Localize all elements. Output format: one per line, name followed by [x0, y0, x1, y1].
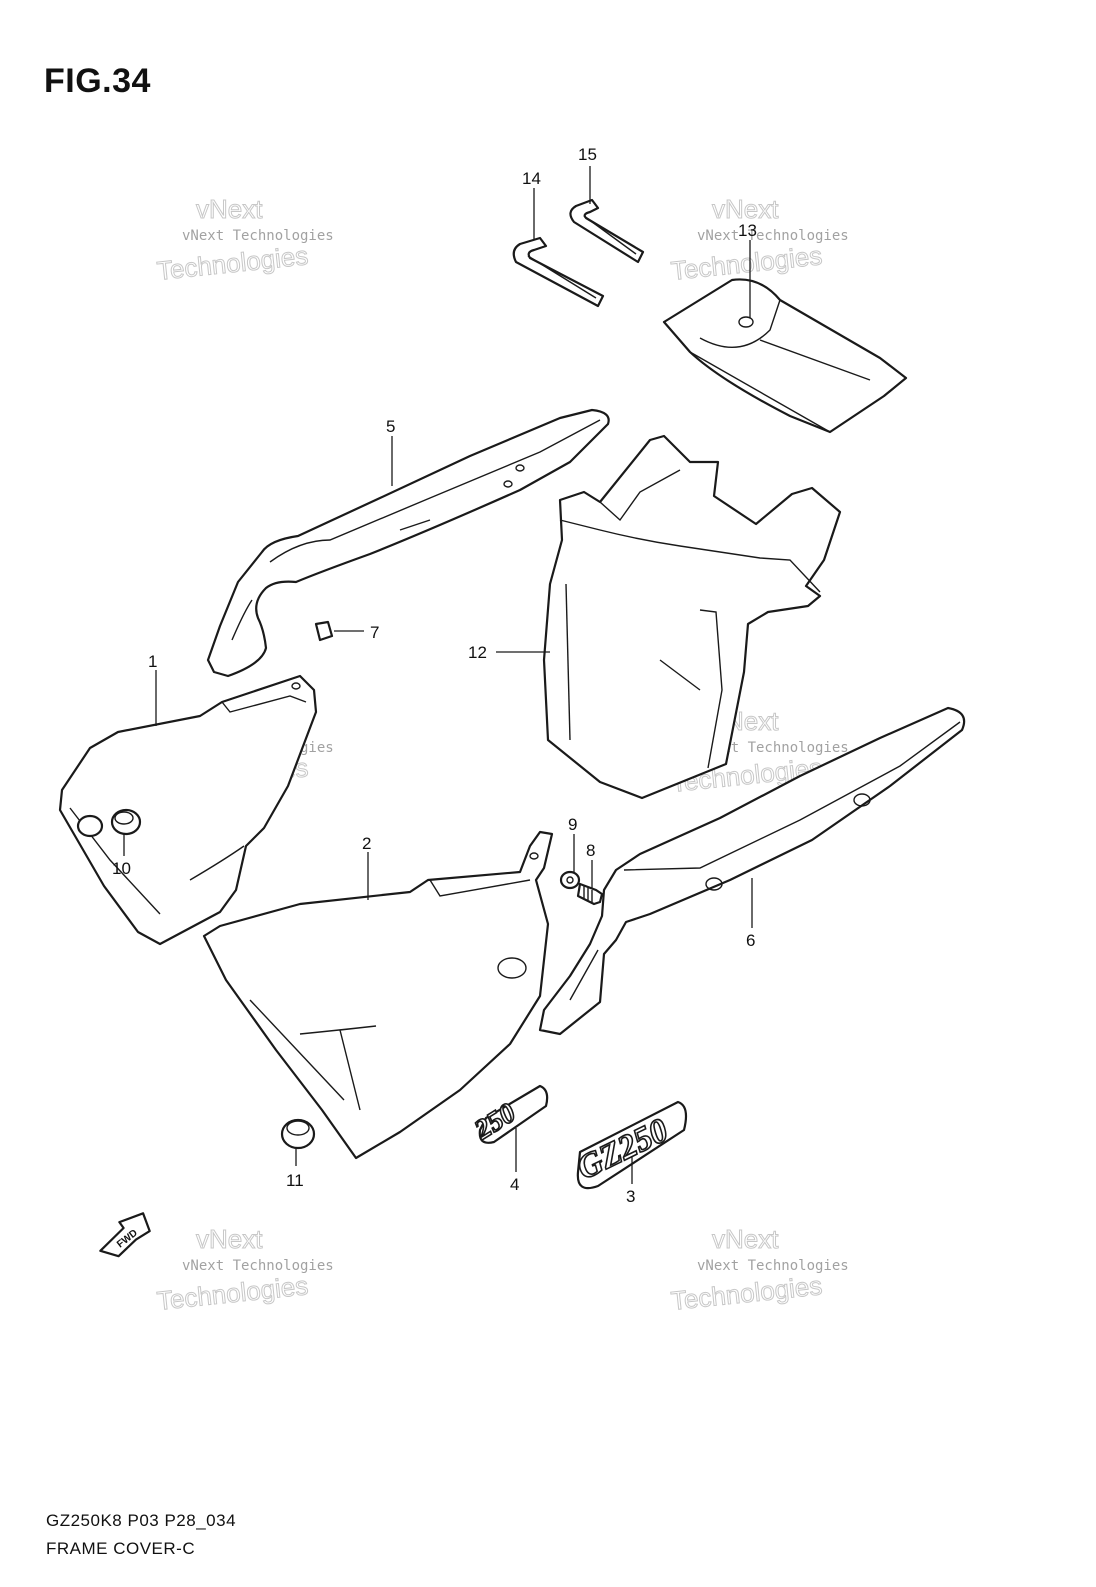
tool-box-12: [542, 434, 842, 800]
watermark-text: vNext Technologies: [697, 1258, 849, 1274]
model-code: GZ250K8 P03 P28_034: [46, 1511, 237, 1530]
hex-wrench-14: [512, 236, 605, 308]
callout-6: 6: [746, 931, 755, 950]
callout-14: 14: [522, 169, 541, 188]
callout-2: 2: [362, 834, 371, 853]
watermark-text: vNext Technologies: [697, 740, 849, 756]
grommet-11: [280, 1118, 316, 1150]
watermark-text: vNext: [196, 1224, 263, 1254]
callout-12: 12: [468, 643, 487, 662]
watermark-text: Technologies: [669, 1270, 823, 1316]
clip-7: [314, 620, 334, 642]
watermark-text: vNext Technologies: [697, 228, 849, 244]
callout-labels: 1 2 3 4 5 6 7 8 9 10 11 12 13 14 15: [112, 145, 757, 1206]
watermark-text: vNext Technologies: [182, 228, 334, 244]
frame-cover-right-2: [202, 830, 554, 1160]
callout-1: 1: [148, 652, 157, 671]
callout-8: 8: [586, 841, 595, 860]
callout-15: 15: [578, 145, 597, 164]
watermark-text: Technologies: [155, 1270, 309, 1316]
emblem-gz250-3: GZ250: [570, 1100, 688, 1190]
watermark-text: vNext: [712, 1224, 779, 1254]
washer-9: [559, 870, 581, 890]
watermark-top-right: vNext vNext Technologies Technologies: [669, 194, 849, 287]
watermark-top-left: vNext vNext Technologies Technologies: [155, 194, 334, 287]
watermark-bottom-left: vNext vNext Technologies Technologies: [155, 1224, 334, 1317]
leader-lines: [123, 166, 753, 1184]
frame-cover-upper-5: [206, 408, 610, 678]
emblem-gz250-text: GZ250: [571, 1112, 674, 1187]
watermark-text: Technologies: [155, 240, 309, 286]
callout-5: 5: [386, 417, 395, 436]
emblem-250-4: 250: [468, 1084, 549, 1147]
callout-3: 3: [626, 1187, 635, 1206]
callout-13: 13: [738, 221, 757, 240]
hex-wrench-15: [569, 198, 645, 264]
callout-11: 11: [286, 1171, 304, 1190]
callout-7: 7: [370, 623, 379, 642]
watermark-text: vNext Technologies: [182, 1258, 334, 1274]
figure-title: FIG.34: [44, 62, 151, 100]
frame-cover-left-1: [58, 674, 318, 946]
forward-arrow-icon: FWD: [99, 1212, 151, 1258]
grommet-10: [110, 808, 142, 836]
frame-cover-lower-6: [538, 706, 966, 1036]
section-name: FRAME COVER-C: [46, 1539, 196, 1558]
callout-10: 10: [112, 859, 131, 878]
watermark-text: vNext: [712, 194, 779, 224]
watermark-text: vNext: [196, 194, 263, 224]
tool-bag-13: [662, 278, 908, 434]
watermark-bottom-right: vNext vNext Technologies Technologies: [669, 1224, 849, 1317]
screw-8: [576, 882, 604, 906]
callout-4: 4: [510, 1175, 519, 1194]
callout-9: 9: [568, 815, 577, 834]
